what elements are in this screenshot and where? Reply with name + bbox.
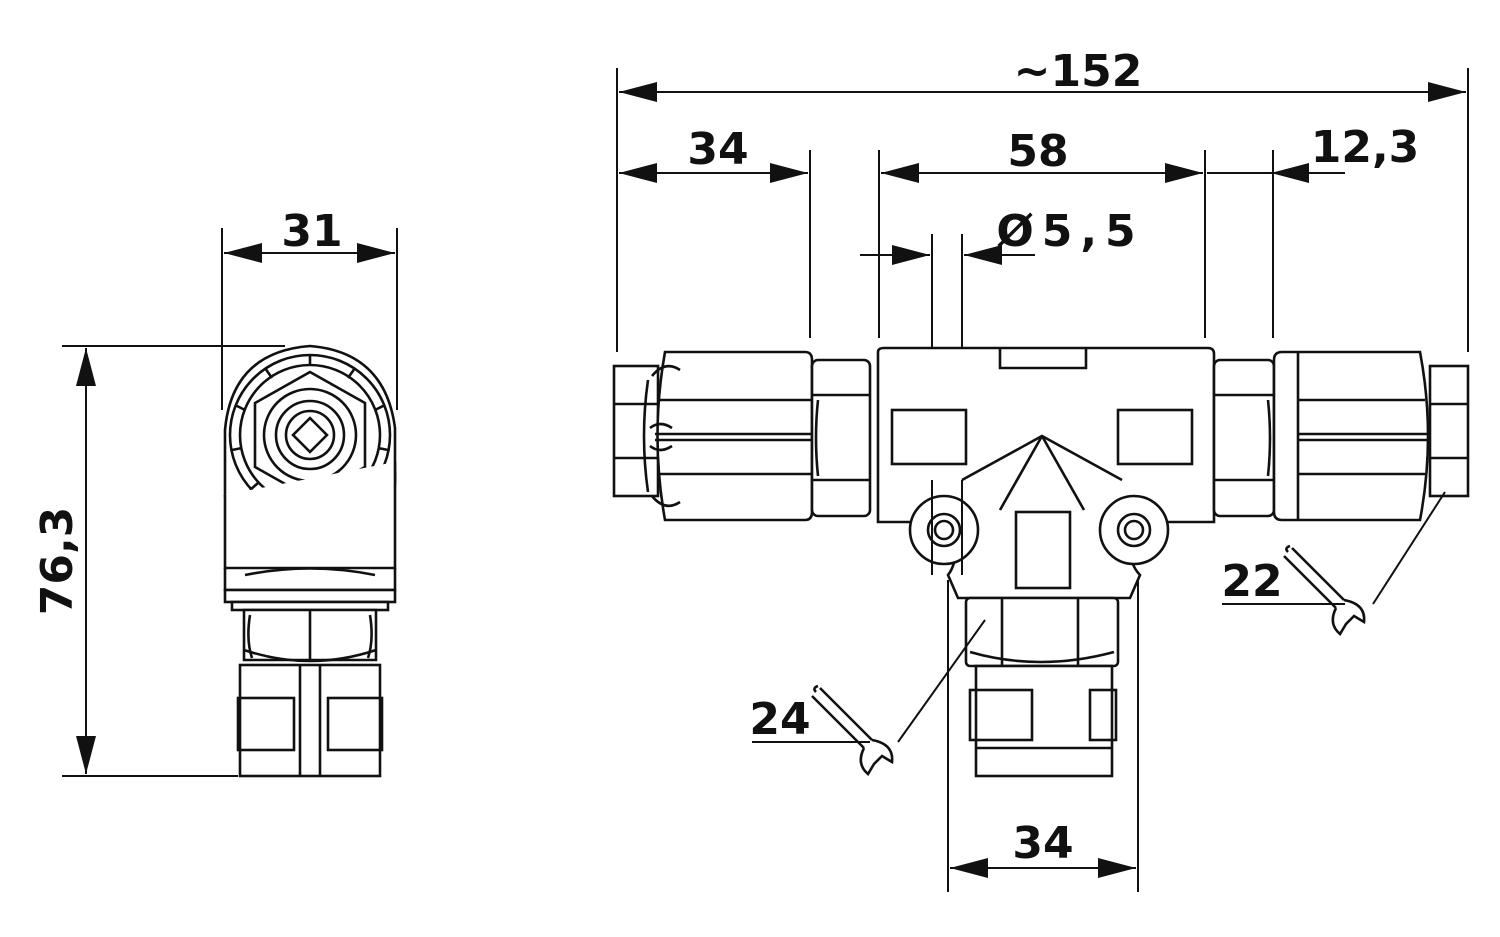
dimension-overall-length-label: ~152 <box>1014 46 1143 97</box>
dimension-bottom-connector-label: 34 <box>1012 818 1073 869</box>
dimension-body-length-label: 58 <box>1007 126 1068 177</box>
right-coupling-nut <box>1272 350 1470 522</box>
side-view: 31 76,3 <box>32 206 398 778</box>
dimension-side-height-label: 76,3 <box>32 507 83 616</box>
dimension-body-length: 58 <box>881 126 1203 183</box>
dimension-right-connector-label: 12,3 <box>1311 122 1420 173</box>
wrench-callout-bottom: 24 <box>749 619 986 776</box>
wrench-size-right-label: 22 <box>1221 556 1282 607</box>
dimension-right-connector: 12,3 <box>1207 122 1419 183</box>
dimension-overall-length: ~152 <box>619 46 1466 102</box>
dimension-left-connector-label: 34 <box>687 124 748 175</box>
dimension-mounting-hole-label: Ø5,5 <box>996 206 1143 257</box>
dimension-side-width: 31 <box>224 206 395 263</box>
dimension-side-width-label: 31 <box>281 206 342 257</box>
bottom-connector <box>964 596 1120 778</box>
left-hex-nut <box>810 358 872 518</box>
front-view: ~152 34 58 12,3 Ø5,5 <box>612 46 1470 892</box>
dimension-side-height: 76,3 <box>32 348 96 774</box>
dimension-bottom-connector: 34 <box>950 818 1136 878</box>
wrench-size-bottom-label: 24 <box>749 694 810 745</box>
wrench-callout-right: 22 <box>1221 491 1446 636</box>
left-coupling-nut <box>612 350 814 522</box>
side-body <box>223 462 397 778</box>
right-hex-nut <box>1212 358 1276 518</box>
dimension-left-connector: 34 <box>619 124 808 183</box>
dimension-mounting-hole: Ø5,5 <box>860 206 1143 265</box>
main-body <box>876 346 1216 600</box>
